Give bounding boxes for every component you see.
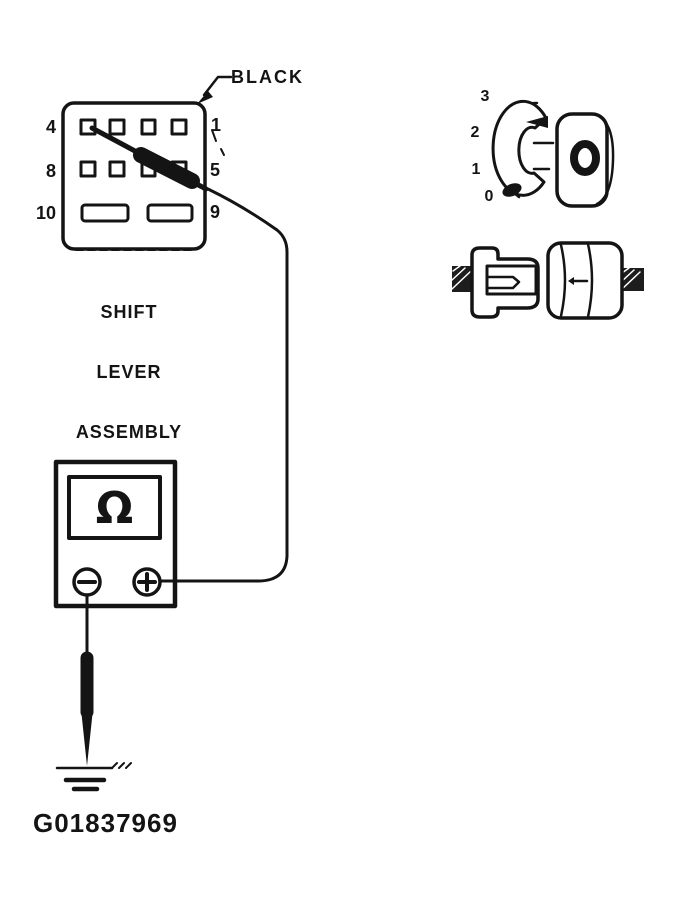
black-wire-leader-arrow: [197, 75, 233, 104]
blade-terminal: [485, 275, 521, 290]
arrowhead-icon: [197, 91, 213, 104]
pin-label-4: 4: [45, 117, 56, 137]
female-connector-half: [546, 241, 644, 320]
minus-terminal: [72, 567, 102, 597]
pin-label-9: 9: [210, 202, 221, 222]
ground-symbol-icon: [55, 762, 132, 792]
caption-line-3: ASSEMBLY: [75, 422, 183, 442]
meter-body: [53, 459, 178, 609]
pin-cavity: [108, 160, 126, 178]
switch-position-view-drawing: [491, 99, 615, 208]
connector-caption: SHIFT LEVER ASSEMBLY: [53, 262, 205, 482]
switch-position-3: 3: [480, 88, 490, 105]
test-probe-in-pin: [89, 125, 209, 192]
figure-code: G01837969: [33, 808, 178, 838]
dark-detent-blob: [502, 183, 522, 197]
terminal-slit-arrow: [568, 277, 574, 285]
zero-marking: [570, 140, 600, 176]
barrel-seam: [559, 243, 567, 318]
switch-face: [555, 112, 609, 208]
terminal-slot: [485, 264, 538, 296]
ohmmeter-drawing: [53, 459, 178, 609]
wire-color-label: BLACK: [231, 67, 304, 87]
pin-label-10: 10: [35, 203, 56, 223]
scan-artifact-ticks: [211, 129, 225, 156]
pin-cavity: [108, 118, 126, 136]
inline-connector-pair-drawing: [451, 241, 644, 320]
switch-position-0: 0: [484, 188, 494, 205]
pin-label-8: 8: [45, 161, 56, 181]
caption-line-2: LEVER: [96, 362, 162, 382]
shift-lever-connector-drawing: [61, 101, 225, 251]
barrel-seam: [586, 242, 594, 319]
switch-position-2: 2: [470, 124, 480, 141]
caption-line-1: SHIFT: [100, 302, 158, 322]
lead-wire-to-plus-terminal: [158, 187, 289, 583]
pin-label-5: 5: [210, 160, 221, 180]
pin-cavity-wide: [146, 203, 194, 223]
plus-terminal: [132, 567, 162, 597]
c-ring: [491, 99, 548, 197]
plus-icon: [137, 572, 157, 592]
ohm-symbol-icon: Ω: [95, 483, 134, 534]
connector-outline: [61, 101, 207, 251]
switch-position-1: 1: [471, 161, 481, 178]
keyway-notch-lines: [532, 141, 555, 171]
ground-probe-tip: [81, 709, 93, 766]
c-ring-top-shadow: [526, 116, 548, 128]
pin-label-1: 1: [211, 115, 222, 135]
pin-cavity: [79, 160, 97, 178]
meter-display: [67, 475, 162, 540]
switch-face-side-contour: [595, 115, 615, 206]
pin-cavity: [170, 118, 188, 136]
pin-cavity-wide: [80, 203, 130, 223]
ground-lead-drawing: [55, 593, 132, 792]
probe-handle: [133, 147, 200, 189]
male-connector-half: [451, 246, 540, 319]
pin-cavity: [140, 118, 157, 136]
